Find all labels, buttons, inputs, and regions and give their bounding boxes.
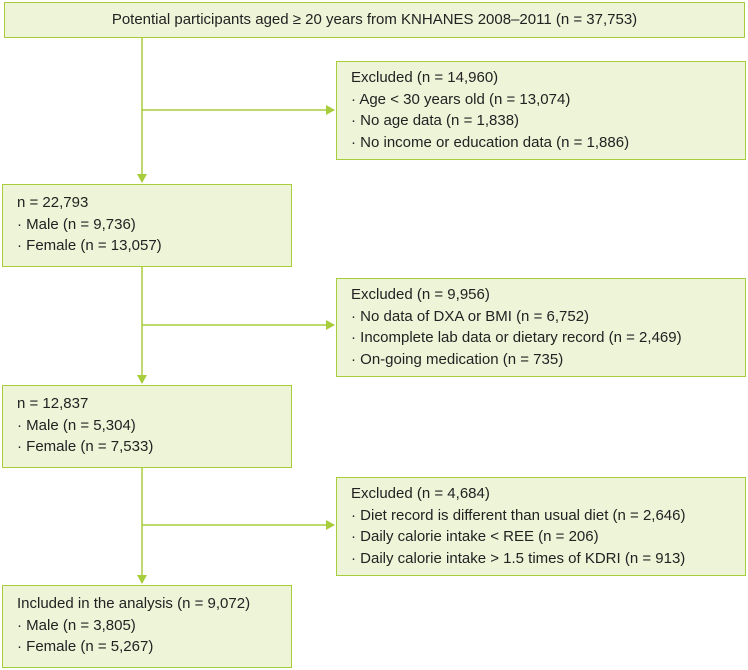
- excluded-2-item: · No data of DXA or BMI (n = 6,752): [351, 307, 590, 325]
- excluded-3-item: · Daily calorie intake > 1.5 times of KD…: [351, 549, 686, 567]
- stage-3-item: · Male (n = 3,805): [17, 616, 136, 634]
- excluded-1-item: · No age data (n = 1,838): [351, 112, 520, 129]
- stage-2-box: n = 12,837 · Male (n = 5,304) · Female (…: [2, 385, 292, 468]
- excluded-1-item: · No income or education data (n = 1,886…: [351, 133, 630, 151]
- excluded-3-item: · Diet record is different than usual di…: [351, 506, 686, 524]
- excluded-3-item: · Daily calorie intake < REE (n = 206): [351, 528, 599, 545]
- excluded-1-title: Excluded (n = 14,960): [351, 69, 499, 86]
- excluded-2-item: · Incomplete lab data or dietary record …: [351, 329, 682, 346]
- stage-3-item: · Female (n = 5,267): [17, 638, 154, 655]
- excluded-2-title: Excluded (n = 9,956): [351, 286, 490, 303]
- stage-1-item: · Female (n = 13,057): [17, 237, 162, 254]
- excluded-2-item: · On-going medication (n = 735): [351, 350, 564, 368]
- stage-2-item: · Female (n = 7,533): [17, 438, 154, 455]
- stage-1-title: n = 22,793: [17, 194, 89, 211]
- excluded-box-2: Excluded (n = 9,956) · No data of DXA or…: [336, 278, 746, 377]
- stage-2-item: · Male (n = 5,304): [17, 416, 136, 434]
- excluded-1-item: · Age < 30 years old (n = 13,074): [351, 90, 571, 108]
- potential-participants-label: Potential participants aged ≥ 20 years f…: [111, 11, 638, 28]
- potential-participants-box: Potential participants aged ≥ 20 years f…: [4, 2, 745, 38]
- stage-3-box: Included in the analysis (n = 9,072) · M…: [2, 585, 292, 668]
- excluded-3-title: Excluded (n = 4,684): [351, 485, 490, 502]
- excluded-box-3: Excluded (n = 4,684) · Diet record is di…: [336, 477, 746, 576]
- stage-2-title: n = 12,837: [17, 395, 89, 412]
- stage-1-item: · Male (n = 9,736): [17, 215, 136, 233]
- stage-3-title: Included in the analysis (n = 9,072): [17, 595, 251, 612]
- stage-1-box: n = 22,793 · Male (n = 9,736) · Female (…: [2, 184, 292, 267]
- excluded-box-1: Excluded (n = 14,960) · Age < 30 years o…: [336, 61, 746, 160]
